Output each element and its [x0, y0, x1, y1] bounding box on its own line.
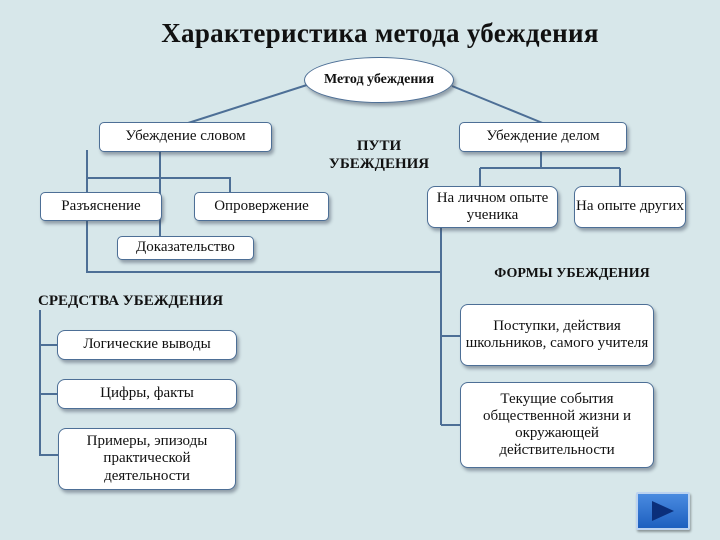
actions-label: Поступки, действия школьников, самого уч…: [465, 317, 649, 351]
refutation-box: Опровержение: [194, 192, 329, 221]
explanation-box: Разъяснение: [40, 192, 162, 221]
word-persuasion-box: Убеждение словом: [99, 122, 272, 152]
explanation-label: Разъяснение: [61, 197, 141, 214]
deed-persuasion-box: Убеждение делом: [459, 122, 627, 152]
next-slide-button[interactable]: [636, 492, 690, 530]
actions-box: Поступки, действия школьников, самого уч…: [460, 304, 654, 366]
current-events-box: Текущие события общественной жизни и окр…: [460, 382, 654, 468]
examples-box: Примеры, эпизоды практической деятельнос…: [58, 428, 236, 490]
examples-label: Примеры, эпизоды практической деятельнос…: [86, 433, 208, 484]
means-label: СРЕДСТВА УБЕЖДЕНИЯ: [38, 293, 224, 309]
proof-label: Доказательство: [136, 239, 235, 256]
root-method-oval: Метод убеждения: [304, 57, 454, 103]
proof-box: Доказательство: [117, 236, 254, 260]
figures-facts-label: Цифры, факты: [100, 385, 194, 402]
root-label: Метод убеждения: [323, 71, 435, 87]
logical-conclusions-box: Логические выводы: [57, 330, 237, 360]
play-icon: [652, 501, 674, 521]
line-to-refutation: [160, 177, 231, 192]
logical-conclusions-label: Логические выводы: [83, 336, 211, 353]
others-experience-box: На опыте других: [574, 186, 686, 228]
own-experience-label: На личном опыте ученика: [436, 189, 549, 223]
deed-persuasion-label: Убеждение делом: [486, 128, 600, 145]
line-means-trunk: [39, 310, 60, 456]
line-root-to-deed: [451, 85, 546, 125]
current-events-label: Текущие события общественной жизни и окр…: [482, 390, 632, 459]
slide-title: Характеристика метода убеждения: [161, 18, 599, 48]
ways-label: ПУТИ УБЕЖДЕНИЯ: [328, 138, 430, 172]
refutation-label: Опровержение: [214, 197, 309, 214]
word-persuasion-label: Убеждение словом: [125, 128, 246, 145]
line-root-to-word: [184, 83, 311, 125]
forms-label: ФОРМЫ УБЕЖДЕНИЯ: [494, 266, 650, 281]
own-experience-box: На личном опыте ученика: [427, 186, 558, 228]
others-experience-label: На опыте других: [576, 198, 684, 215]
figures-facts-box: Цифры, факты: [57, 379, 237, 409]
